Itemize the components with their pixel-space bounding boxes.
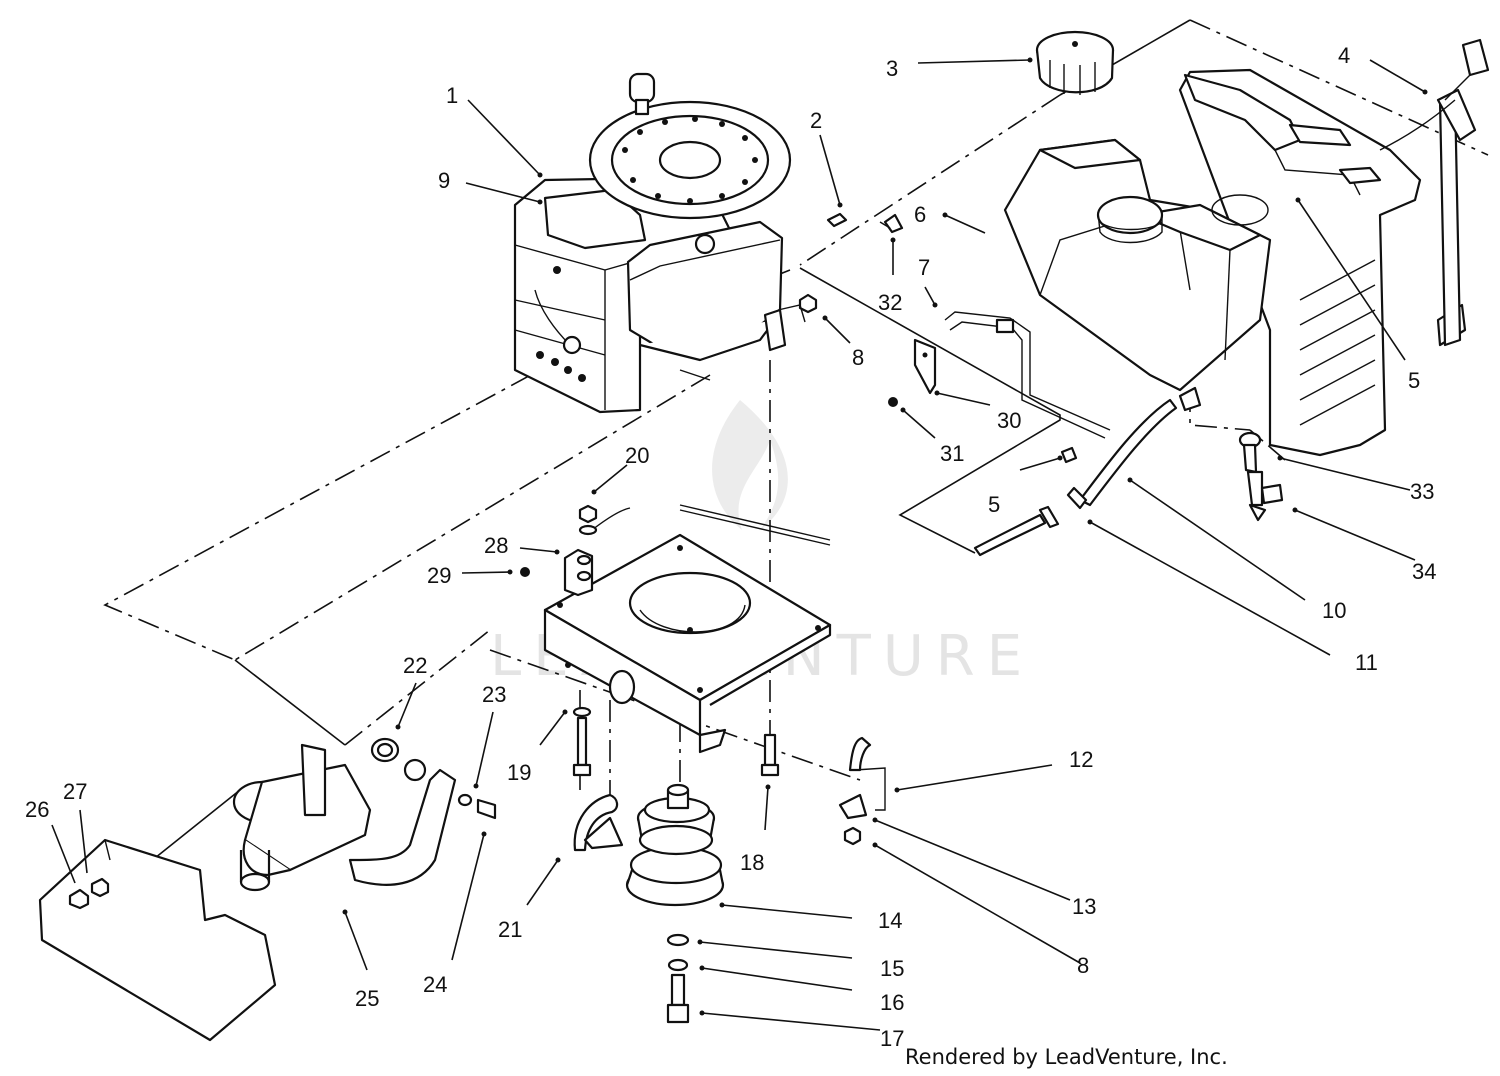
assembly-line: [1189, 390, 1251, 431]
callout-16: 16: [880, 990, 904, 1015]
callout-leaders: [51, 59, 1426, 1031]
throttle-lever-knob: [1461, 38, 1490, 77]
callout-23: 23: [482, 682, 506, 707]
fuel-cap: [1035, 30, 1115, 95]
callout-18: 18: [740, 850, 764, 875]
callout-11: 11: [1355, 650, 1378, 675]
callout-10: 10: [1322, 598, 1346, 623]
callout-33: 33: [1410, 479, 1434, 504]
callout-14: 14: [878, 908, 902, 933]
callout-26: 26: [25, 797, 49, 822]
assembly-line: [234, 374, 711, 661]
callout-20: 20: [625, 443, 649, 468]
callout-32: 32: [878, 290, 902, 315]
callout-8-lower: 8: [1077, 953, 1089, 978]
small-hardware: [777, 212, 848, 323]
callout-dots: [342, 57, 1428, 1016]
assembly-line: [1189, 19, 1489, 156]
callout-19: 19: [507, 760, 531, 785]
callout-15: 15: [880, 956, 904, 981]
fuel-tank: [1003, 38, 1490, 457]
callout-34: 34: [1412, 559, 1436, 584]
assembly-line: [234, 659, 346, 746]
callout-8-nut: 8: [852, 345, 864, 370]
callout-1: 1: [446, 83, 458, 108]
fuel-lines: [944, 311, 1284, 557]
callout-3: 3: [886, 56, 898, 81]
callout-4: 4: [1338, 43, 1350, 68]
callout-29: 29: [427, 563, 451, 588]
callout-24: 24: [423, 972, 447, 997]
callout-28: 28: [484, 533, 508, 558]
callout-6: 6: [914, 202, 926, 227]
callout-12: 12: [1069, 747, 1093, 772]
engine-pulley: [625, 783, 725, 1024]
callout-13: 13: [1072, 894, 1096, 919]
assembly-line: [799, 267, 1061, 554]
assembly-line: [344, 629, 491, 746]
engine-mount-plate: [543, 504, 832, 754]
callout-labels: 1 2 3 4 5 5 6 7 8 8 9 10 11 12 13 14 15 …: [25, 43, 1436, 1051]
callout-5-line: 5: [988, 492, 1000, 517]
callout-9: 9: [438, 168, 450, 193]
callout-17: 17: [880, 1026, 904, 1051]
mount-hardware: [520, 504, 886, 852]
assembly-line: [489, 649, 861, 781]
callout-27: 27: [63, 779, 87, 804]
render-credit: Rendered by LeadVenture, Inc.: [905, 1045, 1228, 1069]
assembly-line: [799, 94, 1061, 266]
flame-logo-icon: [712, 400, 788, 530]
muffler: [38, 737, 497, 1042]
callout-2: 2: [810, 108, 822, 133]
callout-7: 7: [918, 255, 930, 280]
callout-22: 22: [403, 653, 427, 678]
engine: [513, 72, 792, 414]
callout-21: 21: [498, 917, 522, 942]
bracket-30: [879, 213, 937, 407]
callout-30: 30: [997, 408, 1021, 433]
callout-31: 31: [940, 441, 964, 466]
assembly-line: [1249, 429, 1286, 461]
callout-25: 25: [355, 986, 379, 1011]
callout-5-tank: 5: [1408, 368, 1420, 393]
